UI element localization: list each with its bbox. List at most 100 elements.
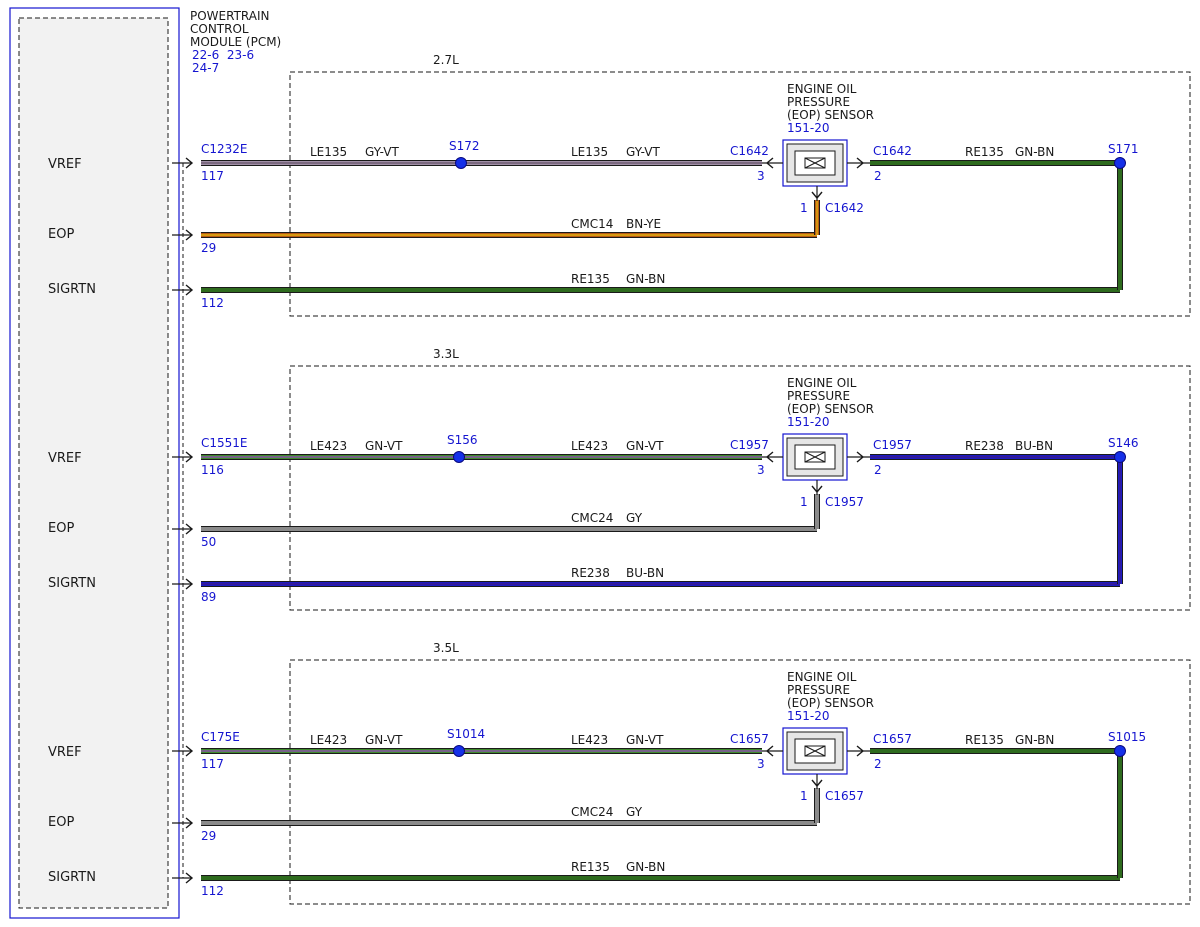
splice-id: S1014 (447, 727, 485, 741)
wire-circuit-id: RE238 (571, 566, 610, 580)
splice-id: S146 (1108, 436, 1139, 450)
wire-circuit-id: LE135 (571, 145, 608, 159)
pcm-pin-number: 112 (201, 884, 224, 898)
wire-circuit-id: RE135 (571, 860, 610, 874)
sensor-name-line: ENGINE OIL (787, 376, 857, 390)
pcm-pin-arrow (172, 284, 194, 296)
wire-circuit-id: LE423 (310, 733, 347, 747)
sensor-connector-id: C1642 (730, 144, 769, 158)
pcm-pin-number: 89 (201, 590, 216, 604)
wire-color-code: GN-VT (365, 733, 403, 747)
sensor-name-line: (EOP) SENSOR (787, 402, 874, 416)
pcm-title-line-1: POWERTRAIN (190, 9, 270, 23)
wire-color-code: GN-BN (626, 272, 665, 286)
wire-color-code: GY-VT (365, 145, 399, 159)
sensor-connector-id: C1957 (825, 495, 864, 509)
sensor-pin-number: 1 (800, 789, 808, 803)
sensor-pin-number: 1 (800, 201, 808, 215)
eop-sensor-symbol (782, 433, 848, 481)
pcm-ref-line-1: 22-6 23-6 (192, 48, 254, 62)
engine-option-box (289, 659, 1191, 905)
engine-option-box (289, 365, 1191, 611)
sensor-pin-number: 2 (874, 169, 882, 183)
pcm-pin-arrow (172, 157, 194, 169)
sensor-name-line: ENGINE OIL (787, 82, 857, 96)
wire-color-code: BU-BN (626, 566, 664, 580)
splice-dot (1114, 745, 1126, 757)
sensor-connector-leads (762, 745, 870, 789)
pcm-title-line-3: MODULE (PCM) (190, 35, 281, 49)
splice-id: S171 (1108, 142, 1139, 156)
pcm-pin-label-sigrtn: SIGRTN (48, 576, 96, 591)
sensor-ref: 151-20 (787, 709, 830, 723)
pcm-pin-number: 117 (201, 169, 224, 183)
sensor-pin-number: 2 (874, 463, 882, 477)
sensor-ref: 151-20 (787, 415, 830, 429)
pcm-pin-arrow (172, 578, 194, 590)
engine-option-label: 3.3L (433, 347, 459, 361)
pcm-connector-id: C1232E (201, 142, 248, 156)
pcm-pin-label-eop: EOP (48, 521, 74, 536)
wire-color-code: GY-VT (626, 145, 660, 159)
sensor-name-line: PRESSURE (787, 389, 850, 403)
pcm-pin-label-eop: EOP (48, 227, 74, 242)
pcm-ref-line-2: 24-7 (192, 61, 219, 75)
engine-option-box (289, 71, 1191, 317)
pcm-inner-body (18, 17, 169, 909)
wire-color-code: GN-VT (626, 439, 664, 453)
sensor-pin-number: 3 (757, 463, 765, 477)
sensor-connector-leads (762, 157, 870, 201)
eop-sensor-symbol (782, 727, 848, 775)
splice-id: S1015 (1108, 730, 1146, 744)
sensor-connector-id: C1657 (873, 732, 912, 746)
pcm-connector-id: C175E (201, 730, 240, 744)
wire-color-code: GY (626, 511, 643, 525)
sensor-name-line: PRESSURE (787, 683, 850, 697)
pcm-pin-arrow (172, 745, 194, 757)
sensor-name-line: (EOP) SENSOR (787, 108, 874, 122)
sensor-name-line: ENGINE OIL (787, 670, 857, 684)
pcm-pin-arrow (172, 523, 194, 535)
pcm-pin-arrow (172, 872, 194, 884)
wire-circuit-id: LE135 (310, 145, 347, 159)
pcm-pin-number: 112 (201, 296, 224, 310)
wire-color-code: GN-BN (1015, 145, 1054, 159)
sensor-connector-id: C1957 (873, 438, 912, 452)
engine-option-label: 2.7L (433, 53, 459, 67)
pcm-pin-label-sigrtn: SIGRTN (48, 870, 96, 885)
engine-option-label: 3.5L (433, 641, 459, 655)
sensor-name-line: (EOP) SENSOR (787, 696, 874, 710)
sensor-connector-leads (762, 451, 870, 495)
sensor-ref: 151-20 (787, 121, 830, 135)
sensor-connector-id: C1657 (825, 789, 864, 803)
pcm-pin-arrow (172, 229, 194, 241)
splice-id: S156 (447, 433, 478, 447)
splice-dot (453, 745, 465, 757)
pcm-pin-label-vref: VREF (48, 157, 82, 172)
wire-circuit-id: CMC24 (571, 805, 613, 819)
pcm-pin-arrow (172, 817, 194, 829)
pcm-pin-label-vref: VREF (48, 745, 82, 760)
eop-sensor-symbol (782, 139, 848, 187)
pcm-pin-number: 29 (201, 829, 216, 843)
splice-dot (455, 157, 467, 169)
pcm-pin-label-sigrtn: SIGRTN (48, 282, 96, 297)
sensor-connector-id: C1657 (730, 732, 769, 746)
sensor-pin-number: 3 (757, 169, 765, 183)
splice-dot (453, 451, 465, 463)
pcm-pin-arrow (172, 451, 194, 463)
pcm-pin-label-eop: EOP (48, 815, 74, 830)
wire-color-code: GN-BN (626, 860, 665, 874)
wire-circuit-id: LE423 (571, 439, 608, 453)
splice-id: S172 (449, 139, 480, 153)
wire-circuit-id: RE135 (965, 733, 1004, 747)
wire-color-code: GN-VT (626, 733, 664, 747)
splice-dot (1114, 157, 1126, 169)
sensor-connector-id: C1957 (730, 438, 769, 452)
pcm-title-line-2: CONTROL (190, 22, 249, 36)
pcm-pin-number: 117 (201, 757, 224, 771)
